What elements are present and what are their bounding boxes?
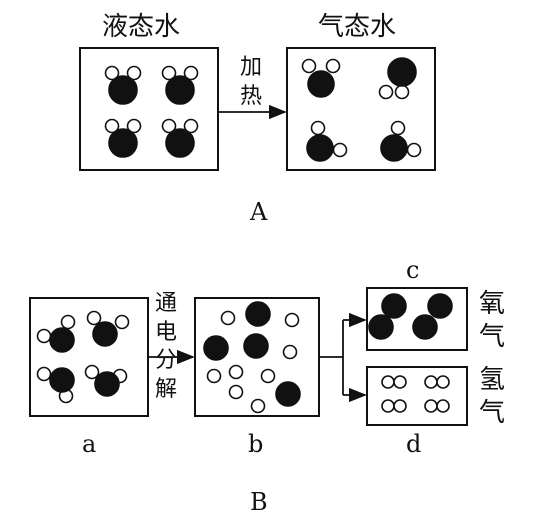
hydrogen-atom	[332, 142, 348, 158]
branch-line	[319, 320, 344, 358]
oxygen-atom	[306, 134, 334, 162]
hydrogen-atom	[406, 142, 422, 158]
oxygen-atom	[108, 75, 138, 105]
hydrogen-atom	[228, 364, 244, 380]
oxygen-atom	[387, 57, 417, 87]
hydrogen-atom	[301, 58, 317, 74]
hydrogen-atom	[36, 366, 52, 382]
hydrogen-atom	[104, 118, 120, 134]
hydrogen-atom	[325, 58, 341, 74]
hydrogen-atom	[36, 328, 52, 344]
hydrogen-atom	[436, 399, 450, 413]
electrolysis-label: 通 电 分 解	[154, 291, 177, 402]
oxygen-atom	[243, 333, 269, 359]
part-a-label: A	[250, 198, 268, 226]
oxygen-atom	[427, 293, 453, 319]
hydrogen-atom	[436, 375, 450, 389]
hydrogen-atom	[260, 368, 276, 384]
part-b-label: B	[250, 488, 268, 516]
hydrogen-atom	[393, 399, 407, 413]
oxygen-atom	[203, 335, 229, 361]
hydrogen-atom	[424, 375, 438, 389]
hydrogen-atom	[206, 368, 222, 384]
gaseous-water-title: 气态水	[318, 12, 397, 42]
label-a: a	[82, 430, 97, 458]
oxygen-atom	[380, 134, 408, 162]
hydrogen-atom	[126, 65, 142, 81]
hydrogen-atom	[114, 314, 130, 330]
oxygen-atom	[368, 314, 394, 340]
oxygen-atom	[108, 128, 138, 158]
hydrogen-atom	[86, 310, 102, 326]
oxygen-atom	[165, 128, 195, 158]
gaseous-water-box	[286, 47, 436, 171]
hydrogen-atom	[310, 120, 326, 136]
hydrogen-atom	[84, 364, 100, 380]
hydrogen-atom	[381, 375, 395, 389]
label-d: d	[406, 430, 422, 458]
oxygen-atom	[245, 301, 271, 327]
hydrogen-atom	[60, 314, 76, 330]
liquid-water-title: 液态水	[102, 12, 181, 42]
box-d	[366, 366, 468, 426]
hydrogen-atom	[183, 65, 199, 81]
hydrogen-atom	[390, 120, 406, 136]
hydrogen-atom	[284, 312, 300, 328]
hydrogen-atom	[161, 65, 177, 81]
oxygen-label: 氧 气	[478, 289, 505, 352]
hydrogen-atom	[282, 344, 298, 360]
hydrogen-atom	[381, 399, 395, 413]
label-b: b	[248, 430, 264, 458]
hydrogen-atom	[161, 118, 177, 134]
hydrogen-atom	[250, 398, 266, 414]
hydrogen-atom	[183, 118, 199, 134]
oxygen-atom	[307, 70, 335, 98]
oxygen-atom	[381, 293, 407, 319]
hydrogen-atom	[394, 84, 410, 100]
label-c: c	[406, 256, 420, 284]
box-c	[366, 287, 468, 351]
hydrogen-atom	[104, 65, 120, 81]
liquid-water-box	[79, 47, 219, 171]
oxygen-atom	[412, 314, 438, 340]
hydrogen-atom	[228, 384, 244, 400]
oxygen-atom	[49, 327, 75, 353]
hydrogen-atom	[393, 375, 407, 389]
hydrogen-label: 氢 气	[478, 365, 505, 428]
hydrogen-atom	[126, 118, 142, 134]
oxygen-atom	[165, 75, 195, 105]
hydrogen-atom	[220, 310, 236, 326]
hydrogen-atom	[378, 84, 394, 100]
oxygen-atom	[92, 321, 118, 347]
oxygen-atom	[94, 371, 120, 397]
oxygen-atom	[49, 367, 75, 393]
oxygen-atom	[275, 381, 301, 407]
hydrogen-atom	[424, 399, 438, 413]
heat-label: 加 热	[239, 55, 262, 109]
